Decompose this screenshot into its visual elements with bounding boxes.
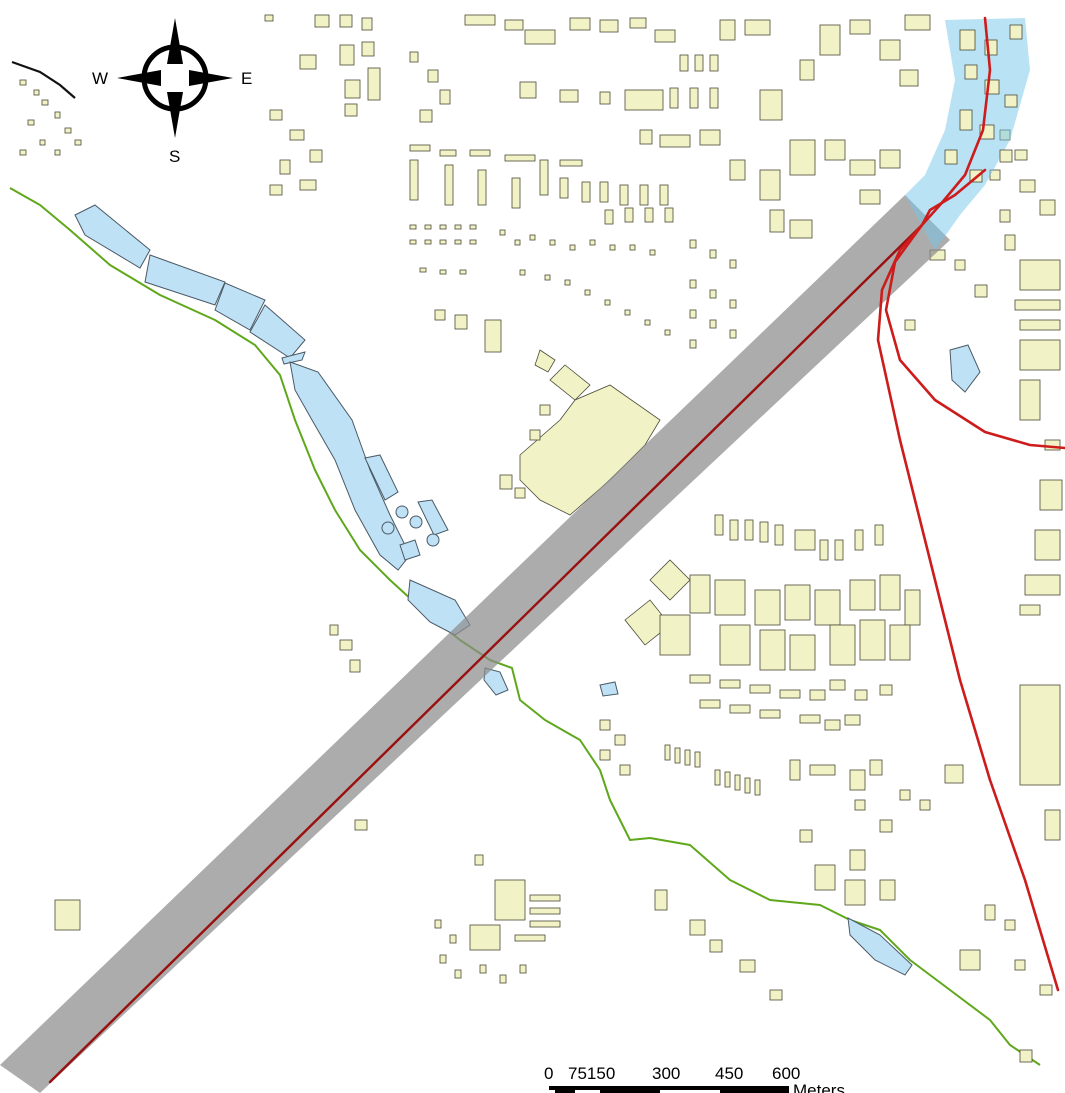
water-body: [949, 344, 981, 393]
rail-corridor-buffer: [0, 195, 950, 1093]
water-body: [599, 681, 619, 697]
compass-east-label: E: [241, 69, 252, 88]
railway-station-spur: [920, 168, 987, 227]
water-body: [847, 917, 913, 976]
river-line: [9, 187, 1041, 1066]
water-body: [214, 282, 266, 331]
road-segment: [11, 60, 76, 99]
scale-tick-label: 75150: [568, 1064, 615, 1083]
water-body: [426, 533, 440, 547]
water-body: [395, 505, 409, 519]
buildings: [19, 14, 1063, 1063]
water-body: [289, 361, 411, 571]
railway-branch-south: [876, 223, 1060, 992]
scale-tick-label: 300: [652, 1064, 680, 1083]
water-body: [417, 499, 449, 536]
scale-tick-label: 450: [715, 1064, 743, 1083]
water-body: [381, 521, 395, 535]
water-body: [281, 351, 306, 365]
water-body: [74, 204, 151, 269]
water-body: [399, 539, 421, 561]
water-bodies: [74, 204, 981, 976]
main-railway-line: [48, 223, 924, 1084]
compass-rose: W E S: [92, 18, 252, 166]
water-body: [144, 254, 226, 306]
water-body: [483, 667, 509, 696]
scale-bar: 0 75150 300 450 600 Meters: [544, 1064, 845, 1093]
water-body: [409, 515, 423, 529]
station-zone-highlight: [905, 18, 1030, 250]
compass-south-label: S: [169, 147, 180, 166]
railway-north: [920, 16, 992, 227]
water-body: [364, 454, 399, 501]
scale-unit-label: Meters: [793, 1081, 845, 1093]
scale-tick-label: 0: [544, 1064, 553, 1083]
compass-west-label: W: [92, 69, 108, 88]
railway-branch-east: [884, 223, 1065, 450]
scale-tick-label: 600: [772, 1064, 800, 1083]
